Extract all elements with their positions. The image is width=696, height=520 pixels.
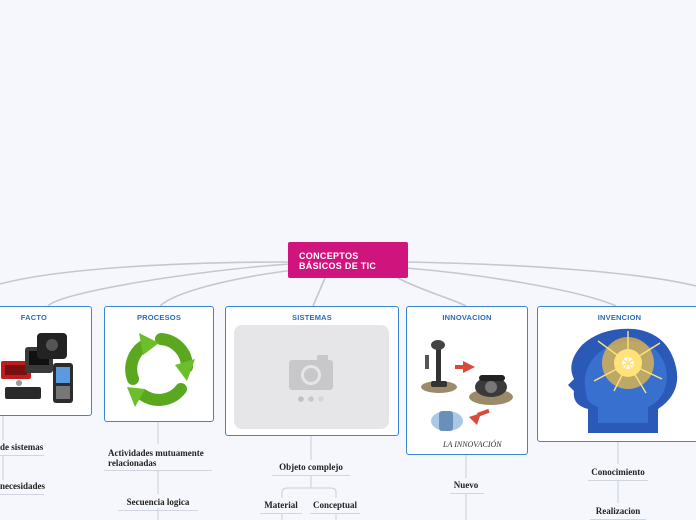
image-placeholder bbox=[234, 325, 389, 429]
invencion-child-2[interactable]: Realizacion bbox=[588, 506, 648, 516]
innovacion-image-caption: LA INNOVACIÓN bbox=[442, 439, 502, 449]
procesos-child-2[interactable]: Secuencia logica bbox=[118, 497, 198, 507]
central-topic[interactable]: CONCEPTOS BÁSICOS DE TIC bbox=[288, 242, 408, 278]
sistemas-grandchild-2[interactable]: Conceptual bbox=[308, 500, 362, 510]
brain-head-image bbox=[558, 323, 696, 439]
invencion-child-1[interactable]: Conocimiento bbox=[586, 467, 650, 477]
sistemas-child-1[interactable]: Objeto complejo bbox=[270, 462, 352, 472]
topic-artefacto[interactable]: FACTO bbox=[0, 306, 92, 416]
central-topic-line2: BÁSICOS DE TIC bbox=[299, 261, 398, 271]
innovacion-child-1[interactable]: Nuevo bbox=[446, 480, 486, 490]
artefacto-child-2[interactable]: necesidades bbox=[0, 481, 45, 491]
recycle-arrows-icon bbox=[115, 325, 203, 413]
topic-artefacto-title: FACTO bbox=[0, 313, 47, 322]
sistemas-grandchild-1[interactable]: Material bbox=[258, 500, 304, 510]
camera-placeholder-icon bbox=[287, 352, 335, 404]
devices-image bbox=[0, 325, 87, 409]
topic-procesos[interactable]: PROCESOS bbox=[104, 306, 214, 422]
topic-invencion-title: INVENCION bbox=[538, 313, 696, 322]
central-topic-line1: CONCEPTOS bbox=[299, 251, 398, 261]
artefacto-child-1[interactable]: de sistemas bbox=[0, 442, 43, 452]
topic-innovacion-title: INNOVACION bbox=[407, 313, 527, 322]
topic-sistemas[interactable]: SISTEMAS bbox=[225, 306, 399, 436]
telephone-evolution-image: LA INNOVACIÓN bbox=[419, 325, 519, 451]
procesos-child-1[interactable]: Actividades mutuamente relacionadas bbox=[108, 448, 212, 468]
topic-innovacion[interactable]: INNOVACION LA INNOVACIÓN bbox=[406, 306, 528, 455]
topic-invencion[interactable]: INVENCION bbox=[537, 306, 696, 442]
topic-procesos-title: PROCESOS bbox=[105, 313, 213, 322]
topic-sistemas-title: SISTEMAS bbox=[226, 313, 398, 322]
